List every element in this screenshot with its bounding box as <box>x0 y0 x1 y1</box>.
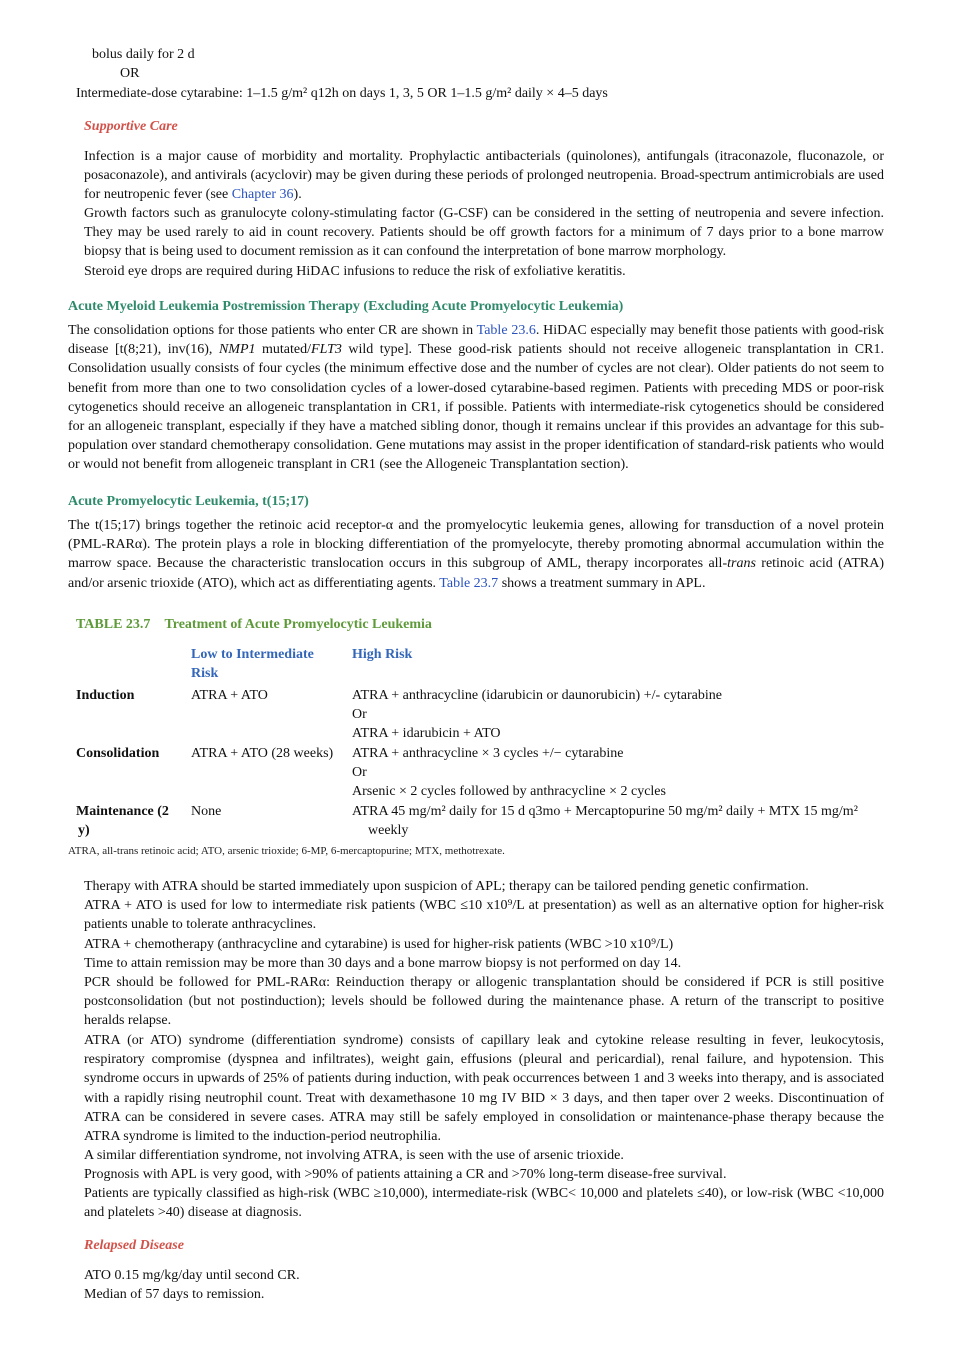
row-label-maintenance: Maintenance (2 y) <box>76 804 169 838</box>
row-label-consolidation: Consolidation <box>76 746 160 761</box>
paragraph: ATO 0.15 mg/kg/day until second CR. <box>84 1268 300 1283</box>
table-cell: ATRA 45 mg/m² daily for 15 d q3mo + Merc… <box>352 804 858 839</box>
paragraph: Infection is a major cause of morbidity … <box>84 149 884 203</box>
table-link[interactable]: Table 23.6 <box>476 323 536 338</box>
paragraph: Steroid eye drops are required during Hi… <box>84 264 626 279</box>
chapter-link[interactable]: Chapter 36 <box>231 187 294 203</box>
column-header-high-risk: High Risk <box>352 647 413 662</box>
table-footnote: ATRA, all-trans retinoic acid; ATO, arse… <box>68 845 505 857</box>
paragraph: ATRA + chemotherapy (anthracycline and c… <box>84 937 674 952</box>
table-cell: ATRA + ATO (28 weeks) <box>191 746 334 761</box>
paragraph: ATRA (or ATO) syndrome (differentiation … <box>84 1033 884 1145</box>
paragraph: Time to attain remission may be more tha… <box>84 956 682 971</box>
paragraph: PCR should be followed for PML-RARα: Rei… <box>84 975 884 1029</box>
regimen-or: OR <box>120 66 140 81</box>
paragraph: Growth factors such as granulocyte colon… <box>84 206 884 260</box>
regimen-line: bolus daily for 2 d <box>92 47 195 62</box>
paragraph: Patients are typically classified as hig… <box>84 1186 884 1221</box>
paragraph: The consolidation options for those pati… <box>68 323 884 473</box>
section-heading-apl: Acute Promyelocytic Leukemia, t(15;17) <box>68 494 309 509</box>
section-heading-aml-postremission: Acute Myeloid Leukemia Postremission The… <box>68 299 624 314</box>
paragraph: Therapy with ATRA should be started imme… <box>84 879 809 894</box>
table-cell: ATRA + ATO <box>191 688 268 703</box>
paragraph: ATRA + ATO is used for low to intermedia… <box>84 898 884 933</box>
paragraph: Prognosis with APL is very good, with >9… <box>84 1167 727 1182</box>
table-cell: None <box>191 804 222 819</box>
paragraph: Median of 57 days to remission. <box>84 1287 265 1302</box>
subheading-supportive-care: Supportive Care <box>84 119 178 134</box>
table-cell: ATRA + anthracycline × 3 cycles +/− cyta… <box>352 746 666 800</box>
paragraph: The t(15;17) brings together the retinoi… <box>68 518 884 591</box>
table-link[interactable]: Table 23.7 <box>439 575 499 591</box>
subheading-relapsed-disease: Relapsed Disease <box>84 1238 184 1253</box>
row-label-induction: Induction <box>76 688 135 703</box>
table-cell: ATRA + anthracycline (idarubicin or daun… <box>352 688 722 742</box>
paragraph: A similar differentiation syndrome, not … <box>84 1148 624 1163</box>
regimen-line: Intermediate-dose cytarabine: 1–1.5 g/m²… <box>76 86 608 101</box>
